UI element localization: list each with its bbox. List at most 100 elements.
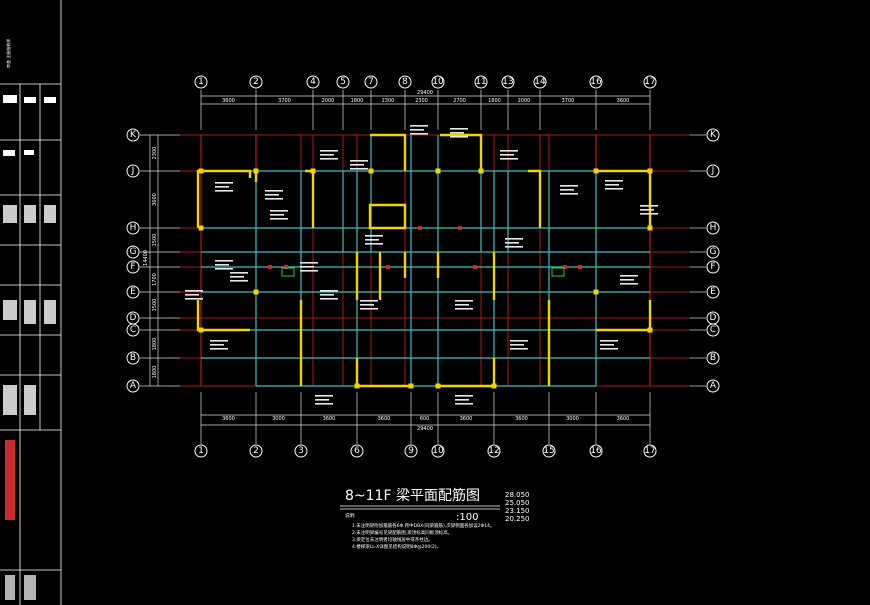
rebar-annotation [510, 348, 528, 350]
axis-label-right: J [711, 166, 715, 176]
rebar-annotation [500, 154, 514, 156]
shear-wall [355, 358, 411, 388]
axis-label-top: 2 [253, 77, 259, 87]
rebar-annotation [510, 340, 528, 342]
axis-bubble-right [706, 128, 720, 142]
rebar-annotation [270, 218, 288, 220]
note-4: 4.楼梯梁LL-X详图见结构说明8Φ@200(2)。 [352, 543, 441, 550]
shear-wall [196, 300, 250, 332]
rebar-annotation [320, 154, 334, 156]
axis-bubble-right [706, 260, 720, 274]
rebar-annotation [455, 304, 469, 306]
rebar-annotation [505, 242, 519, 244]
rebar-annotation [560, 193, 578, 195]
axis-bubble-left [126, 128, 140, 142]
stair-mark [551, 267, 565, 277]
rebar-annotation [350, 160, 368, 162]
axis-bubble-left [126, 285, 140, 299]
axis-label-left: G [130, 247, 137, 257]
axis-bubble-top [643, 75, 657, 89]
axis-bubble-left [126, 260, 140, 274]
junction-mark [563, 265, 567, 269]
axis-label-top: 13 [502, 77, 513, 87]
rebar-annotation [315, 399, 329, 401]
rebar-annotation [560, 189, 574, 191]
column-marker [253, 168, 259, 174]
dim-bottom-total: 29400 [417, 426, 433, 432]
rebar-annotation [315, 395, 333, 397]
axis-label-top: 16 [590, 77, 602, 87]
column-marker [593, 289, 599, 295]
axis-bubble-bottom [542, 444, 556, 458]
axis-bubble-bottom [643, 444, 657, 458]
axis-label-bottom: 2 [253, 446, 259, 456]
rebar-annotation [360, 300, 378, 302]
shear-wall [305, 169, 315, 228]
beam-plan [180, 125, 690, 405]
shear-wall [596, 300, 652, 332]
dim-left-segment: 1500 [152, 299, 158, 312]
dim-top-segment: 3600 [617, 98, 630, 104]
junction-mark [473, 265, 477, 269]
column-marker [435, 383, 441, 389]
axis-bubble-right [706, 379, 720, 393]
axis-label-bottom: 1 [198, 446, 204, 456]
axis-label-right: D [710, 313, 717, 323]
rebar-annotation [365, 243, 383, 245]
rebar-annotation [185, 294, 199, 296]
rebar-annotation [455, 308, 473, 310]
drawing-title: 8~11F 梁平面配筋图 [345, 487, 480, 504]
axis-bubble-right [706, 164, 720, 178]
rebar-annotation [230, 280, 248, 282]
axis-bubble-left [126, 351, 140, 365]
column-marker [253, 289, 259, 295]
note-3: 3.梁定位未注明者均轴线居中或齐柱边。 [352, 536, 433, 543]
axis-bubble-right [706, 221, 720, 235]
axis-label-right: C [710, 325, 716, 335]
dim-bottom-segment: 3600 [617, 416, 630, 422]
axis-label-top: 10 [432, 77, 444, 87]
dim-left-segment: 1800 [152, 338, 158, 351]
axis-bubble-top [398, 75, 412, 89]
rebar-annotation [270, 210, 288, 212]
junction-mark [268, 265, 272, 269]
rebar-annotation [410, 129, 424, 131]
rebar-annotation [365, 239, 379, 241]
dim-bottom-segment: 3600 [323, 416, 336, 422]
column-marker [647, 168, 653, 174]
rebar-annotation [450, 136, 468, 138]
rebar-annotation [560, 185, 578, 187]
rebar-annotation [605, 184, 619, 186]
dim-top-segment: 1800 [351, 98, 364, 104]
dim-left-segment: 1500 [152, 234, 158, 247]
axis-label-left: B [130, 353, 136, 363]
rebar-annotation [350, 168, 368, 170]
axis-bubble-bottom [431, 444, 445, 458]
axis-label-right: B [710, 353, 716, 363]
elevation-3: 23.150 [505, 507, 530, 515]
rebar-annotation [300, 262, 318, 264]
column-marker [491, 383, 497, 389]
axis-bubble-top [431, 75, 445, 89]
dim-top-segment: 2000 [322, 98, 335, 104]
shear-wall [368, 203, 407, 230]
rebar-annotation [265, 194, 279, 196]
rebar-annotation [265, 190, 283, 192]
axis-label-bottom: 6 [354, 446, 360, 456]
axis-bubble-left [126, 323, 140, 337]
junction-mark [284, 265, 288, 269]
dim-left-segment: 2300 [152, 147, 158, 160]
rebar-annotation [455, 403, 473, 405]
dim-bottom-segment: 3600 [378, 416, 391, 422]
axis-bubble-left [126, 221, 140, 235]
column-marker [310, 168, 316, 174]
dim-top-total: 29400 [417, 90, 433, 96]
shear-wall [440, 133, 483, 171]
rebar-annotation [620, 275, 638, 277]
rebar-annotation [605, 188, 623, 190]
rebar-annotation [320, 290, 338, 292]
rebar-annotation [455, 399, 469, 401]
dim-bottom-segment: 3000 [272, 416, 285, 422]
